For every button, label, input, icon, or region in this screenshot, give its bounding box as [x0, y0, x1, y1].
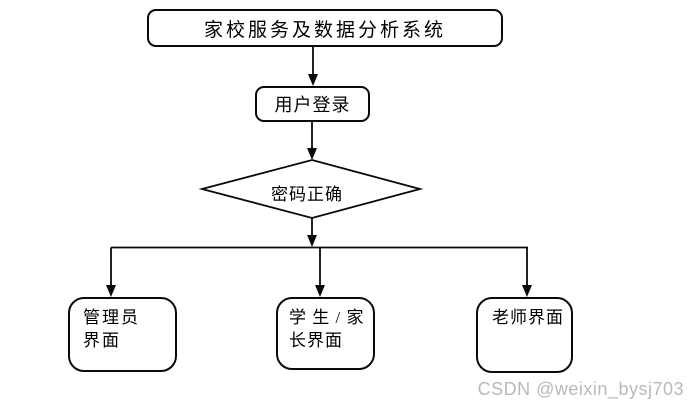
arrowhead-student-icon — [315, 285, 325, 297]
node-student-parent-interface: 学 生 / 家 长界面 — [276, 297, 375, 370]
arrowhead-login-icon — [308, 74, 318, 86]
arrowhead-teacher-icon — [522, 285, 532, 297]
node-admin-interface: 管理员 界面 — [68, 297, 177, 372]
node-password-correct-label: 密码正确 — [271, 185, 343, 204]
node-teacher-label: 老师界面 — [492, 308, 564, 327]
arrowhead-decision-icon — [307, 148, 317, 160]
csdn-watermark: CSDN @weixin_bysj703 — [477, 379, 684, 399]
arrowhead-branch-icon — [307, 235, 317, 247]
node-system-title: 家校服务及数据分析系统 — [147, 9, 503, 47]
arrowhead-admin-icon — [106, 285, 116, 297]
node-admin-line2: 界面 — [83, 331, 121, 350]
node-teacher-interface: 老师界面 — [476, 297, 573, 373]
node-student-line1: 学 生 / 家 — [289, 308, 365, 327]
node-admin-line1: 管理员 — [83, 308, 140, 327]
node-system-title-label: 家校服务及数据分析系统 — [203, 19, 446, 41]
node-user-login-label: 用户登录 — [274, 95, 351, 115]
node-student-line2: 长界面 — [289, 331, 343, 350]
node-user-login: 用户登录 — [255, 86, 370, 122]
